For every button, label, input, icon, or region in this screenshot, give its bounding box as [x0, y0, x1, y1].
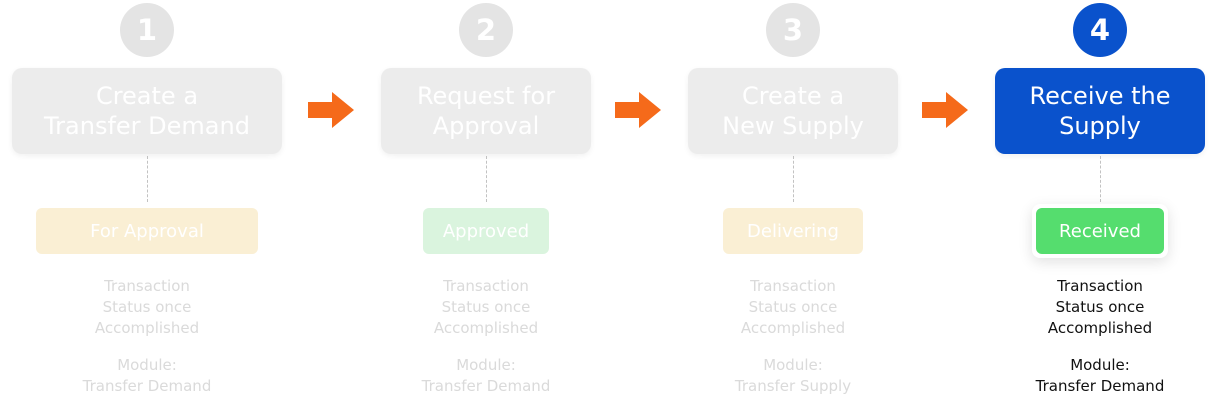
- status-badge-wrapper: Approved: [419, 204, 553, 258]
- step-card: Receive the Supply: [995, 68, 1205, 154]
- status-badge-wrapper: Received: [1032, 204, 1168, 258]
- step-4: 4 Receive the Supply Received Transactio…: [965, 0, 1224, 410]
- step-1: 1 Create a Transfer Demand For Approval …: [12, 0, 282, 410]
- module-label: Module: Transfer Demand: [421, 356, 551, 395]
- status-description: Transaction Status once Accomplished: [740, 277, 846, 337]
- module-label: Module: Transfer Supply: [734, 356, 852, 395]
- arrow-right-icon: [922, 92, 968, 128]
- status-badge: Approved: [423, 208, 549, 254]
- step-card: Create a New Supply: [688, 68, 898, 154]
- dashed-connector: [486, 156, 487, 202]
- status-badge: Delivering: [723, 208, 863, 254]
- status-badge: Received: [1036, 208, 1164, 254]
- status-badge-wrapper: Delivering: [719, 204, 867, 258]
- status-description: Transaction Status once Accomplished: [1047, 277, 1153, 337]
- dashed-connector: [147, 156, 148, 202]
- step-3: 3 Create a New Supply Delivering Transac…: [658, 0, 928, 410]
- step-number-badge: 2: [459, 3, 513, 57]
- step-title: Receive the Supply: [1029, 82, 1171, 140]
- step-number-badge: 1: [120, 3, 174, 57]
- dashed-connector: [1100, 156, 1101, 202]
- status-description: Transaction Status once Accomplished: [94, 277, 200, 337]
- step-title: Create a New Supply: [722, 82, 864, 140]
- status-badge: For Approval: [36, 208, 258, 254]
- status-description: Transaction Status once Accomplished: [433, 277, 539, 337]
- step-title: Create a Transfer Demand: [44, 82, 250, 140]
- step-card: Request for Approval: [381, 68, 591, 154]
- step-number-badge: 4: [1073, 3, 1127, 57]
- module-label: Module: Transfer Demand: [1035, 356, 1165, 395]
- step-2: 2 Request for Approval Approved Transact…: [351, 0, 621, 410]
- arrow-right-icon: [615, 92, 661, 128]
- module-label: Module: Transfer Demand: [82, 356, 212, 395]
- dashed-connector: [793, 156, 794, 202]
- arrow-right-icon: [308, 92, 354, 128]
- step-number-badge: 3: [766, 3, 820, 57]
- status-badge-wrapper: For Approval: [32, 204, 262, 258]
- step-card: Create a Transfer Demand: [12, 68, 282, 154]
- step-title: Request for Approval: [416, 82, 556, 140]
